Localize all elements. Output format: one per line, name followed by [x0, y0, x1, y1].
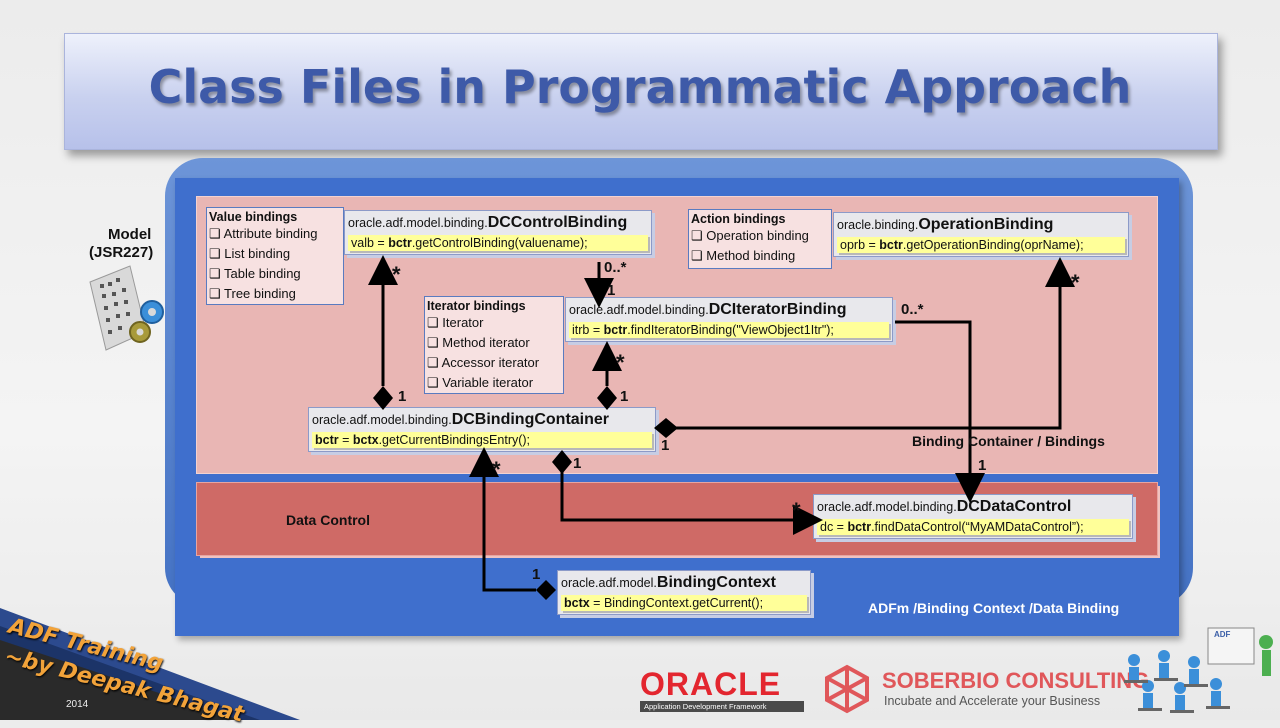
dc-binding-container-class: oracle.adf.model.binding.DCBindingContai… — [308, 407, 656, 452]
multiplicity-one: 1 — [978, 457, 987, 474]
iterator-bindings-box: Iterator bindings ❑ Iterator ❑ Method it… — [424, 296, 564, 394]
list-item: ❑ Accessor iterator — [427, 355, 540, 370]
operation-binding-code: oprb = bctr.getOperationBinding(oprName)… — [837, 237, 1125, 253]
aggregation-diamond — [373, 386, 393, 410]
multiplicity-one: 1 — [532, 566, 541, 583]
multiplicity-one: 1 — [607, 282, 616, 299]
binding-context-class: oracle.adf.model.BindingContext bctx = B… — [557, 570, 811, 615]
soberbio-tagline: Incubate and Accelerate your Business — [884, 694, 1101, 708]
multiplicity-star: * — [492, 457, 501, 482]
list-item: ❑ List binding — [209, 246, 291, 261]
list-item: ❑ Tree binding — [209, 286, 296, 301]
data-control-code: dc = bctr.findDataControl(“MyAMDataContr… — [817, 519, 1129, 535]
value-bindings-header: Value bindings — [209, 210, 298, 224]
oracle-logo: ORACLE Application Development Framework — [640, 668, 804, 712]
list-item: ❑ Iterator — [427, 315, 484, 330]
aggregation-diamond — [536, 580, 556, 600]
list-item: ❑ Variable iterator — [427, 375, 534, 390]
control-binding-code: valb = bctr.getControlBinding(valuename)… — [348, 235, 648, 251]
adf-board-label: ADF — [1214, 630, 1231, 639]
aggregation-diamond — [552, 450, 572, 474]
multiplicity-star: * — [616, 350, 625, 375]
operation-binding-class: oracle.binding.OperationBinding oprb = b… — [833, 212, 1129, 257]
list-item: ❑ Operation binding — [691, 228, 809, 243]
soberbio-logo-icon — [825, 664, 869, 714]
dc-control-binding-class: oracle.adf.model.binding.DCControlBindin… — [344, 210, 652, 255]
jsr227-label: (JSR227) — [89, 244, 154, 261]
title-banner — [64, 33, 1218, 150]
binding-context-code: bctx = BindingContext.getCurrent(); — [561, 595, 807, 611]
multiplicity-zero-many: 0..* — [604, 259, 627, 276]
adfm-label: ADFm /Binding Context /Data Binding — [868, 600, 1120, 616]
classroom-illustration — [1124, 627, 1273, 713]
multiplicity-star: * — [392, 262, 401, 287]
aggregation-diamond — [597, 386, 617, 410]
multiplicity-one: 1 — [573, 455, 582, 472]
training-banner — [0, 608, 300, 720]
action-bindings-header: Action bindings — [691, 212, 786, 226]
model-gears-icon — [89, 265, 164, 351]
association-line — [560, 472, 823, 535]
page-title: Class Files in Programmatic Approach — [148, 60, 1132, 114]
list-item: ❑ Method iterator — [427, 335, 530, 350]
binding-container-label: Binding Container / Bindings — [912, 433, 1105, 449]
multiplicity-one: 1 — [620, 388, 629, 405]
multiplicity-one: 1 — [398, 388, 407, 405]
binding-container-code: bctr = bctx.getCurrentBindingsEntry(); — [312, 432, 652, 448]
list-item: ❑ Method binding — [691, 248, 796, 263]
iterator-binding-code: itrb = bctr.findIteratorBinding("ViewObj… — [569, 322, 889, 338]
multiplicity-zero-many: 0..* — [901, 301, 924, 318]
soberbio-name: SOBERBIO CONSULTING — [882, 668, 1150, 693]
multiplicity-one: 1 — [661, 437, 670, 454]
association-line — [469, 447, 536, 592]
multiplicity-star: * — [1071, 270, 1080, 295]
year-label: 2014 — [66, 699, 89, 710]
association-line — [676, 257, 1075, 430]
data-control-label: Data Control — [286, 512, 370, 528]
multiplicity-star: * — [792, 498, 801, 523]
model-label: Model — [108, 226, 152, 243]
action-bindings-box: Action bindings ❑ Operation binding ❑ Me… — [688, 209, 832, 269]
iterator-bindings-header: Iterator bindings — [427, 299, 526, 313]
list-item: ❑ Table binding — [209, 266, 301, 281]
association-line — [895, 320, 985, 503]
aggregation-diamond — [654, 418, 678, 438]
dc-iterator-binding-class: oracle.adf.model.binding.DCIteratorBindi… — [565, 297, 893, 342]
list-item: ❑ Attribute binding — [209, 226, 318, 241]
value-bindings-box: Value bindings ❑ Attribute binding ❑ Lis… — [206, 207, 344, 305]
